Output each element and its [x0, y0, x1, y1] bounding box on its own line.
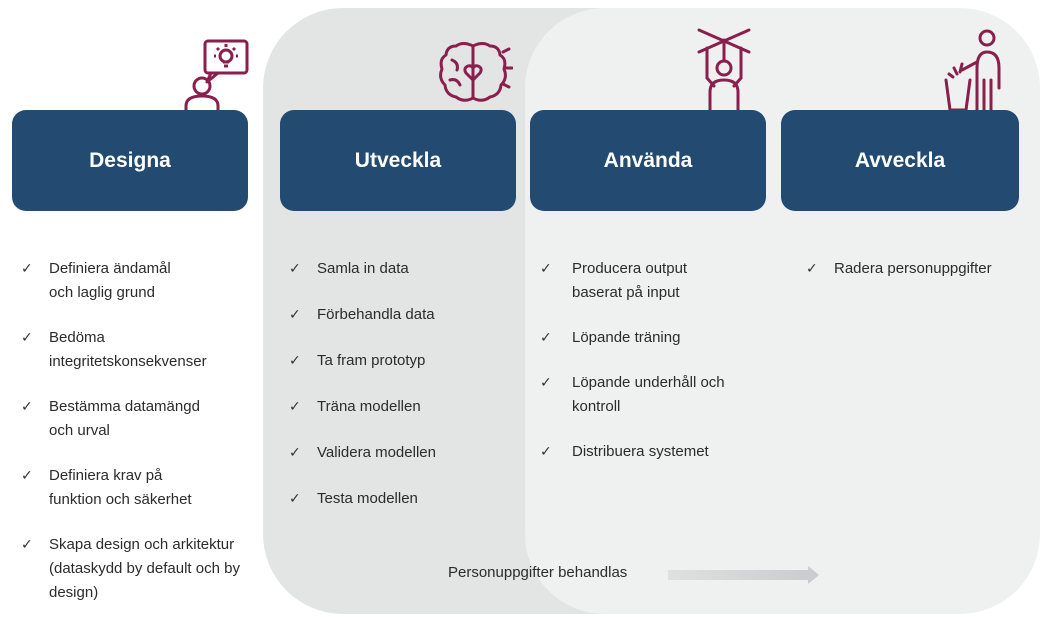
phase-title: Använda — [603, 148, 693, 172]
phase-utveckla: Utveckla — [280, 110, 516, 211]
utveckla-task-list: Samla in data Förbehandla data Ta fram p… — [289, 257, 509, 511]
list-item: Radera personuppgifter — [806, 257, 1036, 281]
list-item: Löpande underhåll och kontroll — [540, 371, 757, 419]
avveckla-task-list: Radera personuppgifter — [806, 257, 1036, 281]
list-item: Bedöma integritetskonsekvenser — [21, 326, 254, 374]
list-item: Distribuera systemet — [540, 440, 770, 464]
phase-designa: Designa — [12, 110, 248, 211]
anvanda-task-list: Producera output baserat på input Löpand… — [540, 257, 770, 464]
person-idea-icon — [184, 39, 249, 111]
phase-avveckla: Avveckla — [781, 110, 1019, 211]
list-item: Producera output baserat på input — [540, 257, 732, 305]
list-item: Definiera krav på funktion och säkerhet — [21, 464, 219, 512]
list-item: Ta fram prototyp — [289, 349, 509, 373]
phase-title: Designa — [89, 148, 171, 172]
list-item: Testa modellen — [289, 487, 509, 511]
puppet-icon — [697, 28, 751, 112]
phase-title: Utveckla — [354, 148, 442, 172]
list-item: Löpande träning — [540, 326, 770, 350]
flow-arrow-icon — [668, 566, 819, 584]
list-item: Skapa design och arkitektur (dataskydd b… — [21, 533, 251, 605]
list-item: Träna modellen — [289, 395, 509, 419]
list-item: Definiera ändamål och laglig grund — [21, 257, 199, 305]
brain-heart-icon — [439, 42, 513, 102]
list-item: Samla in data — [289, 257, 509, 281]
trash-person-icon — [944, 29, 1001, 112]
list-item: Förbehandla data — [289, 303, 509, 327]
list-item: Validera modellen — [289, 441, 509, 465]
flow-label: Personuppgifter behandlas — [448, 564, 628, 581]
phase-title: Avveckla — [854, 148, 946, 172]
designa-task-list: Definiera ändamål och laglig grund Bedöm… — [21, 257, 251, 605]
phase-anvanda: Använda — [530, 110, 766, 211]
list-item: Bestämma datamängd och urval — [21, 395, 227, 443]
